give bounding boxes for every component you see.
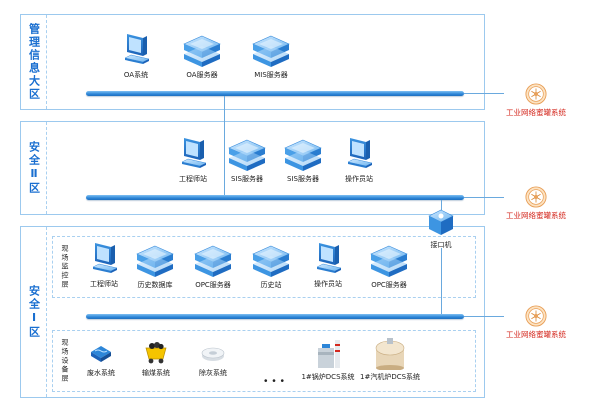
sublayer-label: 现场监控层	[61, 244, 69, 289]
boiler-icon	[318, 340, 340, 368]
engineer-station-node[interactable]: 工程师站	[163, 136, 223, 184]
server-icon	[251, 244, 291, 278]
interface-machine-node[interactable]: 接口机	[411, 208, 471, 250]
server-icon	[369, 244, 409, 278]
wastewater-icon	[91, 346, 111, 362]
sis-server-node[interactable]: SIS服务器	[217, 138, 277, 184]
security1-bus	[86, 314, 464, 319]
management-bus	[86, 91, 464, 96]
honeypot-icon	[525, 83, 547, 105]
interface-icon	[428, 209, 454, 235]
monitoring-layer: 现场监控层	[52, 236, 476, 298]
history-db-node[interactable]: 历史数据库	[125, 244, 185, 290]
equipment-layer: 现场设备层	[52, 330, 476, 392]
oa-server-node[interactable]: OA服务器	[172, 34, 232, 80]
zone-label: 管理信息大区	[21, 15, 47, 109]
workstation-icon	[89, 241, 119, 277]
coal-system-node[interactable]: 输煤系统	[126, 340, 186, 378]
oa-system-node[interactable]: OA系统	[106, 32, 166, 80]
zone-label: 安全Ⅰ区	[21, 227, 47, 397]
honeypot-icon	[525, 186, 547, 208]
turbine-tank-icon	[375, 338, 405, 370]
honeypot-link	[464, 93, 504, 94]
operator-station-node[interactable]: 操作员站	[329, 136, 389, 184]
server-icon	[193, 244, 233, 278]
opc-server-node[interactable]: OPC服务器	[359, 244, 419, 290]
sublayer-label: 现场设备层	[61, 338, 69, 383]
link-line	[224, 96, 225, 195]
history-station-node[interactable]: 历史站	[241, 244, 301, 290]
workstation-icon	[313, 241, 343, 277]
server-icon	[135, 244, 175, 278]
link-line	[441, 248, 442, 314]
workstation-icon	[178, 136, 208, 172]
link-line	[441, 200, 442, 210]
honeypot-link	[464, 316, 504, 317]
turbine-dcs-node[interactable]: 1#汽机炉DCS系统	[360, 336, 420, 382]
zone-label: 安全Ⅱ区	[21, 122, 47, 214]
honeypot-link	[464, 197, 504, 198]
honeypot-node[interactable]: 工业网络蜜罐系统	[491, 83, 581, 118]
honeypot-node[interactable]: 工业网络蜜罐系统	[491, 305, 581, 340]
server-icon	[227, 138, 267, 172]
opc-server-node[interactable]: OPC服务器	[183, 244, 243, 290]
server-icon	[251, 34, 291, 68]
ash-removal-icon	[201, 347, 225, 361]
wastewater-system-node[interactable]: 废水系统	[71, 340, 131, 378]
boiler-dcs-node[interactable]: 1#锅炉DCS系统	[298, 336, 358, 382]
security2-bus	[86, 195, 464, 200]
ash-removal-system-node[interactable]: 除灰系统	[183, 340, 243, 378]
engineer-station-node[interactable]: 工程师站	[74, 241, 134, 289]
mis-server-node[interactable]: MIS服务器	[241, 34, 301, 80]
sis-server-node[interactable]: SIS服务器	[273, 138, 333, 184]
coal-cart-icon	[145, 342, 167, 364]
server-icon	[283, 138, 323, 172]
server-icon	[182, 34, 222, 68]
honeypot-icon	[525, 305, 547, 327]
workstation-icon	[344, 136, 374, 172]
ellipsis: • • •	[264, 376, 286, 387]
operator-station-node[interactable]: 操作员站	[298, 241, 358, 289]
honeypot-node[interactable]: 工业网络蜜罐系统	[491, 186, 581, 221]
workstation-icon	[121, 32, 151, 68]
